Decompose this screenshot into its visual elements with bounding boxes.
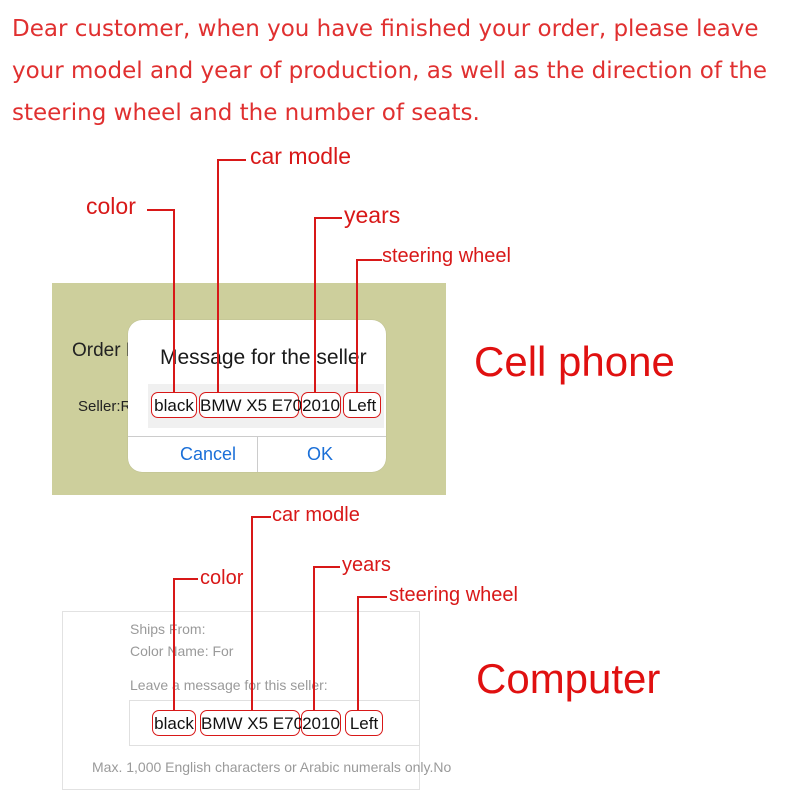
order-heading-partial: Order F bbox=[72, 340, 138, 361]
color-leader-v bbox=[173, 209, 175, 392]
color-leader-h bbox=[147, 209, 174, 211]
desktop-chip-year: 2010 bbox=[301, 710, 341, 736]
car-model-leader-bottom-h bbox=[251, 516, 271, 518]
max-characters-note: Max. 1,000 English characters or Arabic … bbox=[92, 759, 452, 775]
ok-button[interactable]: OK bbox=[307, 444, 334, 464]
message-chip-car-model: BMW X5 E70 bbox=[199, 392, 302, 418]
color-name-label: Color Name: For bbox=[130, 643, 234, 659]
years-leader-bottom-h bbox=[313, 566, 340, 568]
car-model-label-top: car modle bbox=[250, 143, 351, 169]
color-label-bottom: color bbox=[200, 567, 244, 589]
steering-leader-h bbox=[356, 259, 382, 261]
steering-leader-bottom-h bbox=[357, 596, 387, 598]
instruction-text: Dear customer, when you have finished yo… bbox=[12, 16, 767, 126]
computer-label: Computer bbox=[476, 655, 661, 702]
message-chip-steering: Left bbox=[343, 392, 381, 418]
message-chip-year: 2010 bbox=[301, 392, 341, 418]
steering-leader-bottom-v bbox=[357, 596, 359, 710]
years-leader-h bbox=[314, 217, 342, 219]
cancel-button[interactable]: Cancel bbox=[180, 444, 237, 464]
color-leader-bottom-h bbox=[173, 578, 198, 580]
car-model-leader-v bbox=[217, 159, 219, 392]
steering-label-bottom: steering wheel bbox=[389, 584, 518, 606]
steering-leader-v bbox=[356, 259, 358, 392]
dialog-button-separator bbox=[257, 437, 258, 472]
color-leader-bottom-v bbox=[173, 578, 175, 710]
message-chip-color: black bbox=[151, 392, 197, 418]
dialog-title: Message for the seller bbox=[160, 346, 367, 369]
seller-label-partial: Seller:R bbox=[78, 398, 132, 415]
desktop-chip-color: black bbox=[152, 710, 196, 736]
steering-label-top: steering wheel bbox=[382, 245, 511, 267]
cell-phone-label: Cell phone bbox=[474, 338, 675, 385]
years-label-bottom: years bbox=[342, 554, 391, 576]
desktop-chip-car-model: BMW X5 E70 bbox=[200, 710, 303, 736]
years-leader-v bbox=[314, 217, 316, 392]
years-leader-bottom-v bbox=[313, 566, 315, 710]
leave-message-label: Leave a message for this seller: bbox=[130, 677, 328, 693]
desktop-chip-steering: Left bbox=[345, 710, 383, 736]
car-model-leader-h bbox=[217, 159, 246, 161]
dialog-button-divider bbox=[128, 436, 386, 437]
car-model-label-bottom: car modle bbox=[272, 504, 360, 526]
car-model-leader-bottom-v bbox=[251, 516, 253, 710]
years-label-top: years bbox=[344, 202, 401, 228]
color-label-top: color bbox=[86, 193, 136, 219]
ships-from-label: Ships From: bbox=[130, 621, 206, 637]
